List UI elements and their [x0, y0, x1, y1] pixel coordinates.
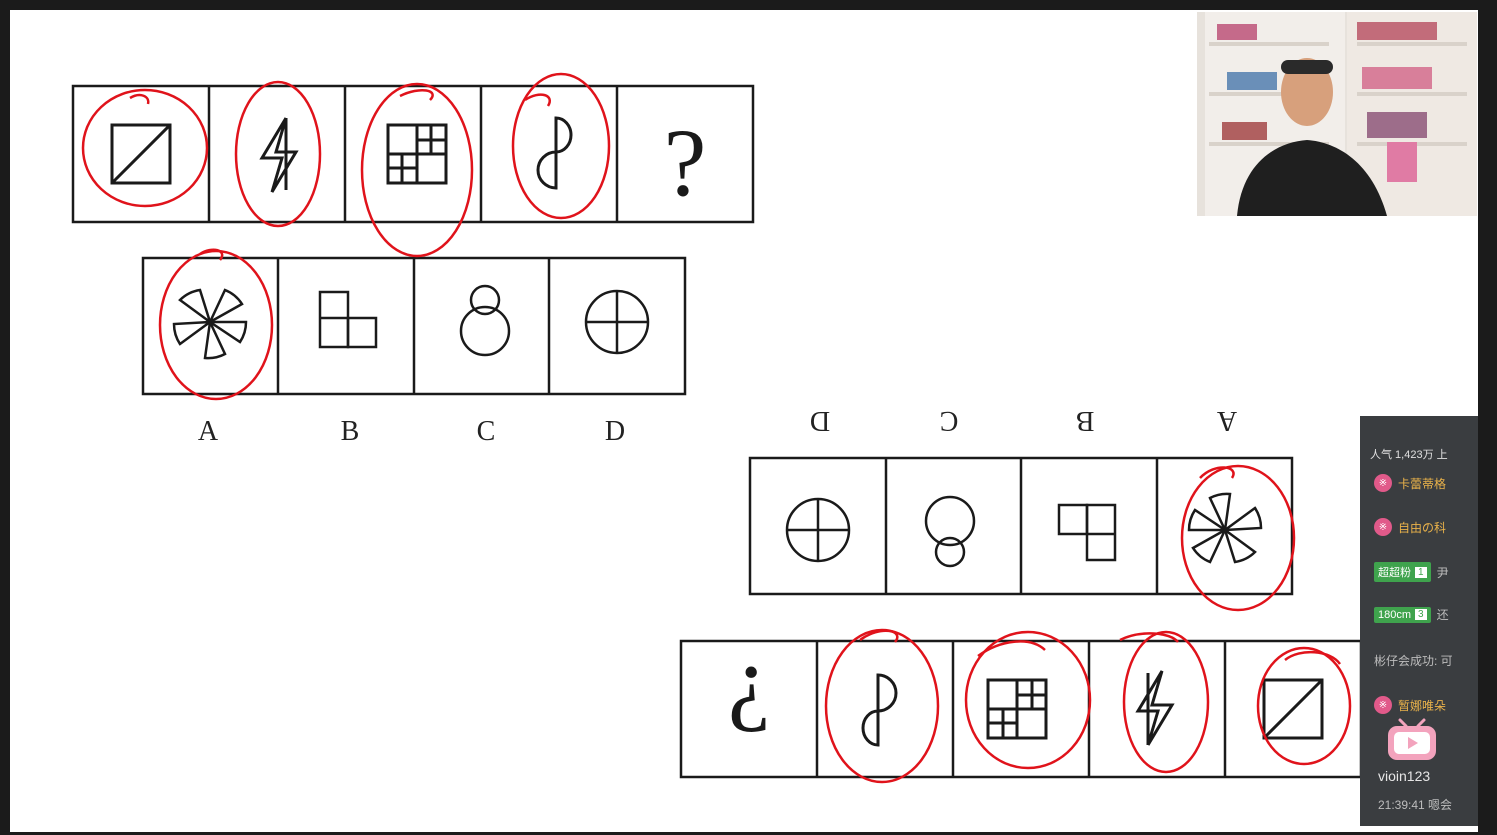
option-label-a: A — [198, 416, 219, 447]
rotated-label-a: A — [1216, 405, 1237, 436]
presenter-image — [1197, 12, 1477, 216]
s-curve-icon — [861, 673, 898, 747]
fan-badge-icon: ※ — [1374, 518, 1392, 536]
chat-username[interactable]: 暂娜唯朵 — [1398, 698, 1447, 713]
rotated-label-b: B — [1076, 405, 1095, 436]
figure-puzzle: ? A B C D — [71, 72, 1363, 784]
option-label-d: D — [605, 416, 625, 447]
fan-icon — [1187, 492, 1263, 564]
square-diagonal-icon — [1262, 678, 1324, 740]
rotated-copy: A B C D — [679, 405, 1363, 779]
chat-username[interactable]: 自由の科 — [1398, 520, 1447, 535]
grid-icon — [986, 678, 1048, 740]
sequence-row — [71, 84, 755, 224]
sequence-frame — [71, 84, 755, 224]
annotation-circles — [81, 72, 611, 401]
l-boxes-icon — [1057, 503, 1117, 562]
circle-cross-icon — [785, 497, 851, 563]
options-row — [141, 256, 687, 396]
option-label-b: B — [341, 416, 360, 447]
s-curve-icon — [536, 116, 573, 190]
l-boxes-icon — [318, 290, 378, 349]
bilibili-logo-icon — [1388, 718, 1436, 760]
two-circles-icon — [459, 284, 511, 357]
chat-message: 彬仔会成功: 可 — [1374, 654, 1453, 668]
two-circles-icon — [924, 495, 976, 568]
option-label-c: C — [477, 416, 496, 447]
question-mark: ? — [664, 109, 707, 216]
popularity-counter: 人气 1,423万 上 — [1370, 449, 1448, 461]
rotated-label-d: D — [810, 405, 830, 436]
rotated-options-row — [748, 456, 1294, 596]
webcam-feed — [1197, 12, 1477, 216]
chat-message: ※ 卡蕾蒂格 — [1374, 474, 1446, 492]
chat-username[interactable]: vioin123 — [1378, 768, 1431, 784]
fan-badge-icon: ※ — [1374, 474, 1392, 492]
fan-badge-icon: ※ — [1374, 696, 1392, 714]
circle-cross-icon — [584, 289, 650, 355]
grid-icon — [386, 123, 448, 185]
annotation-circles-rotated — [824, 464, 1352, 784]
lightning-icon — [259, 117, 299, 193]
question-mark: ? — [728, 647, 771, 754]
rotated-label-c: C — [940, 405, 959, 436]
fan-icon — [172, 288, 248, 360]
chat-message: ※ 自由の科 — [1374, 518, 1446, 536]
chat-username[interactable]: 卡蕾蒂格 — [1398, 476, 1447, 491]
square-diagonal-icon — [110, 123, 172, 185]
chat-timestamp: 21:39:41 嗯会 — [1378, 798, 1453, 812]
lightning-icon — [1135, 670, 1175, 746]
chat-message: ※ 暂娜唯朵 — [1374, 696, 1446, 714]
